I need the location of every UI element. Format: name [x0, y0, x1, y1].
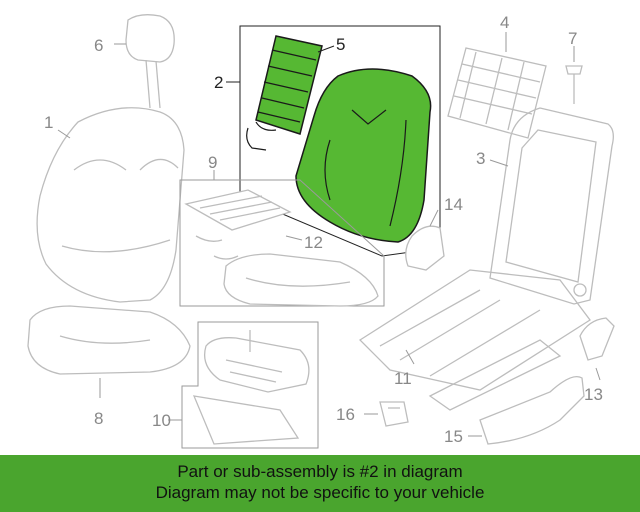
- info-banner: Part or sub-assembly is #2 in diagram Di…: [0, 455, 640, 512]
- part-headrest[interactable]: [125, 14, 175, 109]
- callout-8: 8: [94, 409, 103, 428]
- parts-diagram: 6 1 8 2 5 4 7: [27, 13, 615, 449]
- callout-16: 16: [336, 405, 355, 424]
- part-seat-back-cover[interactable]: [36, 107, 185, 303]
- callout-1: 1: [44, 113, 53, 132]
- part-cushion-tray[interactable]: [192, 330, 310, 445]
- banner-line-disclaimer: Diagram may not be specific to your vehi…: [155, 483, 485, 502]
- part-seat-back-frame[interactable]: [489, 107, 614, 305]
- callout-14: 14: [444, 195, 463, 214]
- callout-15: 15: [444, 427, 463, 446]
- callout-2: 2: [214, 73, 223, 92]
- callout-5: 5: [336, 35, 345, 54]
- callout-9: 9: [208, 153, 217, 172]
- callout-12: 12: [304, 233, 323, 252]
- part-clip[interactable]: [565, 65, 583, 104]
- part-recliner-cover[interactable]: [405, 225, 445, 271]
- callout-13: 13: [584, 385, 603, 404]
- part-spring-mat[interactable]: [447, 47, 547, 139]
- part-seat-cushion-cover[interactable]: [27, 305, 191, 375]
- part-handle[interactable]: [579, 317, 615, 361]
- callout-10: 10: [152, 411, 171, 430]
- callout-7: 7: [568, 29, 577, 48]
- banner-line-part-number: Part or sub-assembly is #2 in diagram: [177, 462, 463, 481]
- callout-3: 3: [476, 149, 485, 168]
- part-cushion-pad[interactable]: [223, 253, 379, 307]
- part-cushion-sensor-mat[interactable]: [184, 189, 292, 260]
- part-side-shield[interactable]: [479, 375, 585, 445]
- callout-6: 6: [94, 36, 103, 55]
- assembly-box-9: [179, 179, 385, 307]
- part-seat-back-pad[interactable]: [295, 68, 432, 243]
- part-bracket[interactable]: [379, 401, 409, 427]
- part-heater-pad[interactable]: [246, 35, 323, 151]
- assembly-box-10: [181, 321, 319, 449]
- callout-11: 11: [394, 369, 412, 388]
- callout-4: 4: [500, 13, 509, 32]
- part-seat-track[interactable]: [358, 269, 591, 411]
